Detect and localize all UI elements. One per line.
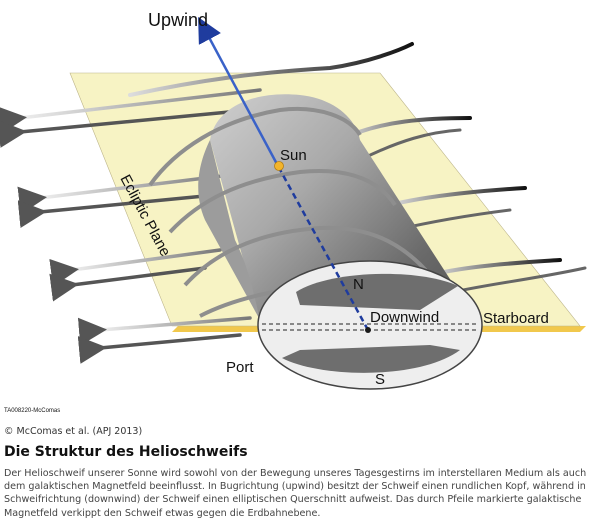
starboard-label: Starboard	[483, 310, 549, 327]
downwind-label: Downwind	[370, 309, 439, 326]
image-id-label: TA008220-McComas	[4, 408, 60, 414]
upwind-label: Upwind	[148, 10, 208, 30]
upwind-downwind-axis	[198, 16, 371, 333]
tail-cross-section	[257, 260, 483, 390]
downwind-point	[365, 327, 371, 333]
magnetic-field-lines-left	[0, 88, 262, 364]
sun-label: Sun	[280, 147, 307, 164]
sun-point	[274, 161, 284, 171]
north-label: N	[353, 276, 364, 293]
caption-text: Der Helioschweif unserer Sonne wird sowo…	[4, 468, 587, 519]
south-label: S	[375, 371, 385, 388]
port-label: Port	[226, 359, 254, 376]
image-credit: © McComas et al. (APJ 2013)	[4, 426, 143, 437]
heliotail-diagram: Upwind Sun Ecliptic Plane N Downwind Sta…	[0, 10, 587, 414]
caption-title: Die Struktur des Helioschweifs	[4, 444, 248, 460]
